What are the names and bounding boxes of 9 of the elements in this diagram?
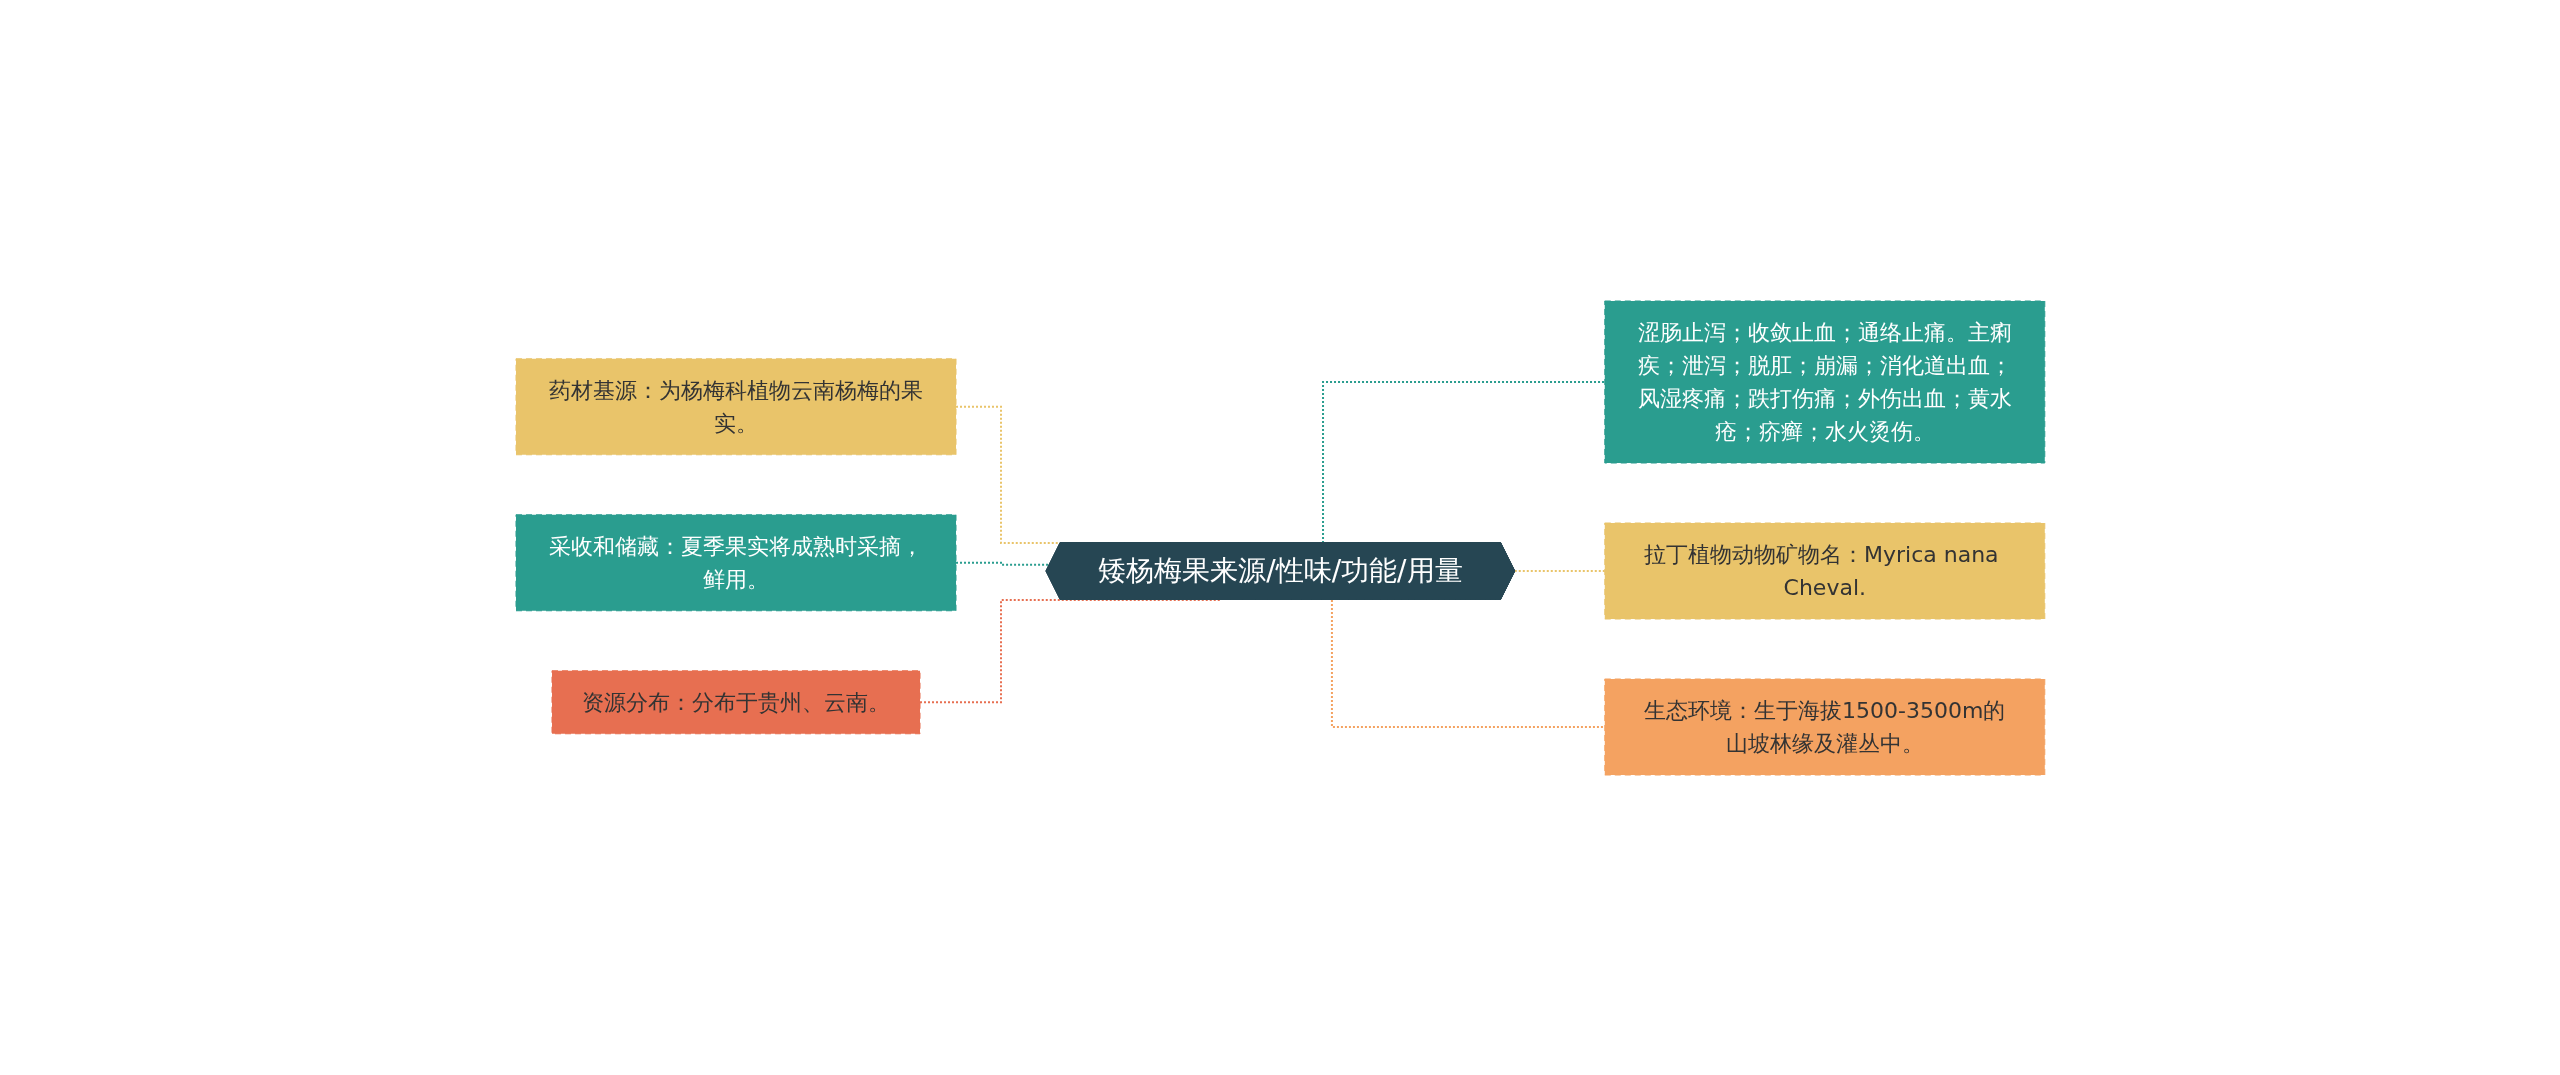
connector — [1330, 598, 1606, 728]
node-box: 采收和储藏：夏季果实将成熟时采摘，鲜用。 — [515, 513, 957, 611]
connector — [1513, 569, 1606, 572]
node-box: 生态环境：生于海拔1500-3500m的山坡林缘及灌丛中。 — [1603, 678, 2045, 775]
node-box: 拉丁植物动物矿物名：Myrica nana Cheval. — [1603, 522, 2045, 619]
node-box: 资源分布：分布于贵州、云南。 — [551, 669, 921, 734]
node-box: 涩肠止泻；收敛止血；通络止痛。主痢疾；泄泻；脱肛；崩漏；消化道出血；风湿疼痛；跌打伤痛；外伤出血；黄水疮；疥癣；水火烫伤。 — [1603, 300, 2045, 463]
connector — [954, 561, 1051, 566]
node-box: 药材基源：为杨梅科植物云南杨梅的果实。 — [515, 357, 957, 455]
